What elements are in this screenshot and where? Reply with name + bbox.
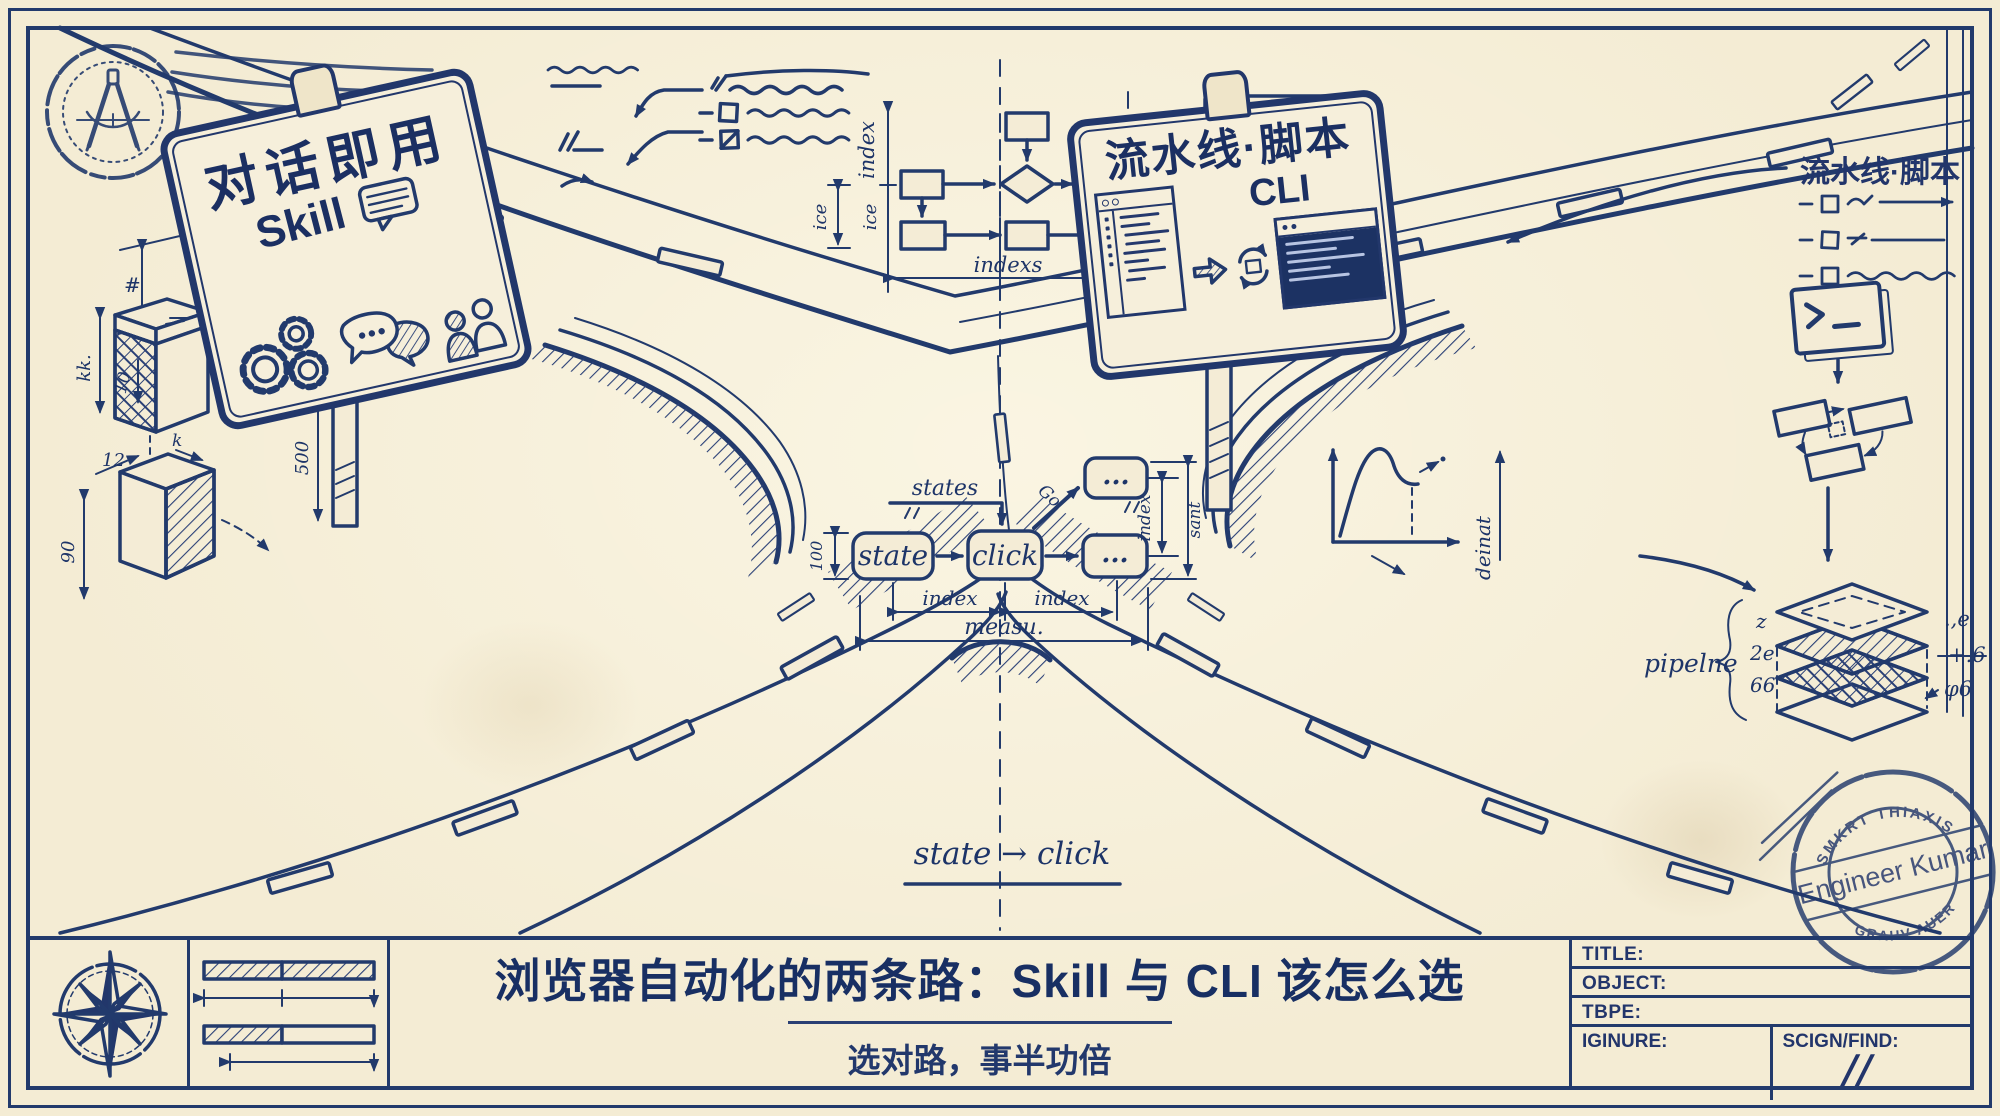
compass-stamp — [45, 44, 181, 180]
deinat-dimension: deinat — [1471, 450, 1506, 580]
drawing-title-block: TITLE: OBJECT: TBPE: IGINURE: SCIGN/FIND… — [1572, 940, 1970, 1100]
states-label: states — [912, 476, 978, 501]
dim-label: k — [172, 431, 182, 451]
dim-label: # — [124, 273, 141, 297]
poster-title: 浏览器自动化的两条路：Skill 与 CLI 该怎么选 — [494, 954, 1465, 1007]
pipeline-layers: pipelne z 2e 66 .,e +.6 φ6 — [1638, 554, 1986, 742]
field-type: TBPE: — [1572, 998, 1970, 1027]
field-iginure: IGINURE: — [1572, 1027, 1773, 1100]
layer-note: φ6 — [1944, 677, 1972, 701]
field-title: TITLE: — [1572, 940, 1970, 969]
layer-note: +.6 — [1948, 643, 1986, 667]
state-diagram: state click ... ... states Go 100 index … — [807, 454, 1205, 651]
right-terminal-icon — [1789, 280, 1894, 362]
dim-label: 90 — [58, 541, 79, 564]
node-ellipsis: ... — [1101, 539, 1128, 569]
dim-label: 100 — [807, 541, 826, 572]
dim-label: deinat — [1471, 515, 1495, 580]
pipeline-callout: 流水线·脚本 — [1506, 156, 1960, 286]
dim-label: measu. — [964, 615, 1043, 640]
scale-bars-cell — [190, 940, 390, 1086]
dim-label: index — [1135, 494, 1155, 541]
callout-title: 流水线·脚本 — [1800, 156, 1960, 189]
people-icon — [444, 298, 508, 363]
dim-label: ice — [860, 204, 881, 231]
node-state: state — [858, 539, 928, 572]
field-scign-find-label: SCIGN/FIND: — [1782, 1031, 1899, 1052]
dim-label: index — [922, 586, 977, 610]
field-object: OBJECT: — [1572, 969, 1970, 998]
poster-subtitle: 选对路，事半功倍 — [787, 1020, 1172, 1082]
compass-rose-icon — [52, 950, 168, 1078]
drafting-compass-icon — [76, 68, 150, 152]
dim-label: sant — [1185, 502, 1205, 539]
dim-label: 12 — [102, 450, 125, 471]
dim-label: index — [855, 121, 879, 179]
block-arrow-icon — [1192, 257, 1228, 285]
dim-label: ice — [810, 204, 831, 231]
sign-skill: 对话即用 Skill — [156, 61, 536, 434]
road-note: state → click — [903, 836, 1122, 886]
sign-cli: 流水线·脚本 CLI — [1065, 69, 1409, 382]
legend-top — [546, 65, 870, 188]
dim-label: 500 — [292, 441, 313, 475]
layer-note: .,e — [1944, 607, 1970, 631]
pipeline-value: 66 — [1750, 673, 1776, 697]
road-note-text: state → click — [914, 836, 1111, 872]
outer-frame — [8, 8, 1992, 1108]
pipeline-label: pipelne — [1644, 649, 1738, 678]
node-ellipsis: ... — [1102, 461, 1129, 491]
dim-label: index — [1034, 586, 1089, 610]
title-band: 浏览器自动化的两条路：Skill 与 CLI 该怎么选 选对路，事半功倍 TIT… — [30, 936, 1970, 1100]
sign-poles — [331, 360, 1233, 528]
scale-bars-icon — [190, 960, 387, 1086]
chat-bubbles-icon — [339, 311, 430, 367]
node-click: click — [972, 539, 1038, 572]
message-box-icon — [358, 176, 419, 231]
gears-icon — [239, 315, 329, 395]
inner-frame — [26, 26, 1974, 1090]
pipeline-value: z — [1755, 609, 1767, 633]
pipeline-value: 2e — [1749, 641, 1775, 665]
right-mini-flowchart — [1772, 358, 1913, 562]
compass-rose-cell — [30, 940, 190, 1086]
dim-label: kk. — [74, 354, 95, 382]
left-margin-details: # kk. 10 12 k 90 500 — [58, 227, 324, 600]
loop-arrows-icon — [1238, 243, 1269, 290]
graph-sketch — [1327, 447, 1460, 575]
poster-title-cell: 浏览器自动化的两条路：Skill 与 CLI 该怎么选 选对路，事半功倍 — [390, 940, 1572, 1086]
dim-label: indexs — [974, 253, 1043, 277]
